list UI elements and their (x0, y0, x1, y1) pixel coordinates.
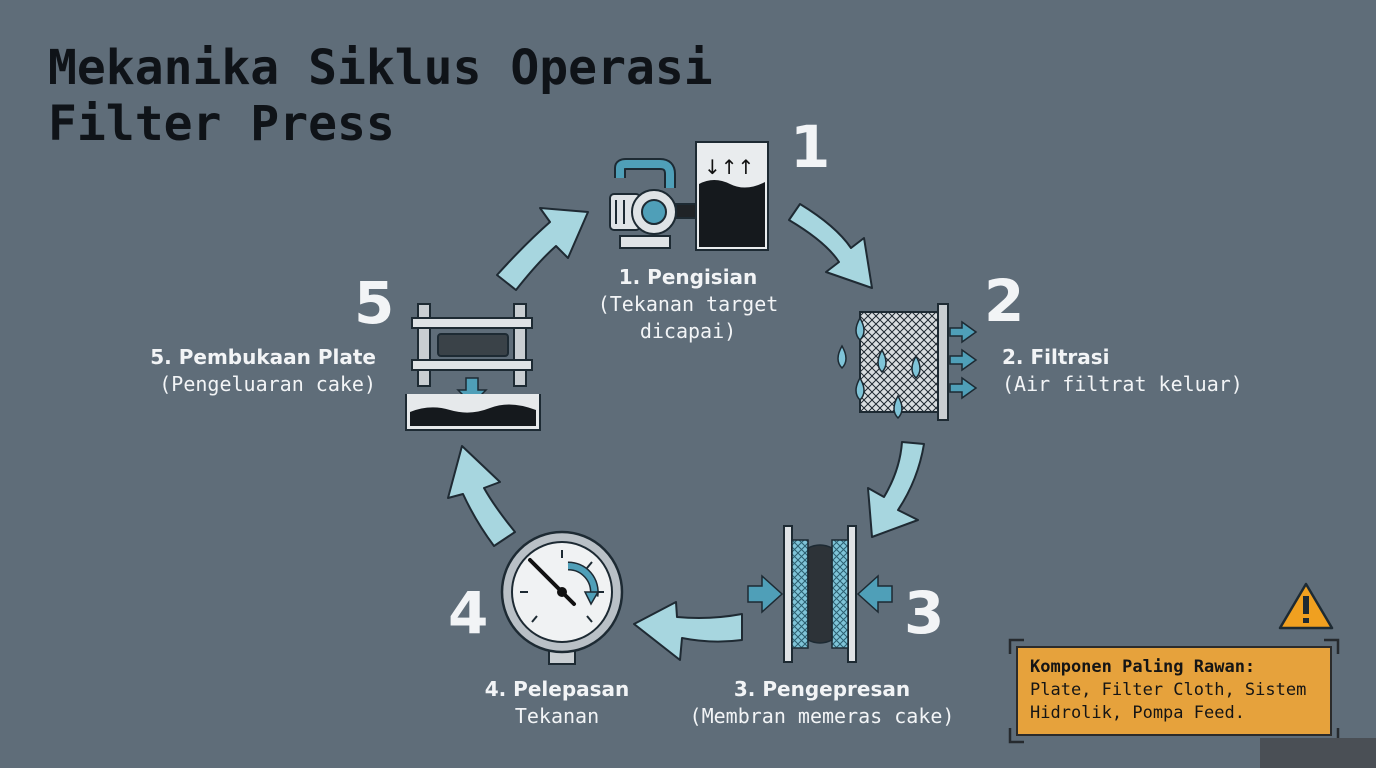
page-title: Mekanika Siklus Operasi Filter Press (48, 40, 713, 152)
arrow-3-to-4 (633, 601, 743, 661)
arrow-2-to-3 (867, 441, 925, 538)
step-label-3: 3. Pengepresan (Membran memeras cake) (672, 676, 972, 730)
pump-tank-icon: ↓↑↑ (609, 141, 769, 251)
arrow-4-to-5 (447, 445, 516, 547)
note-heading: Komponen Paling Rawan: (1030, 657, 1256, 677)
pressure-gauge-icon (500, 530, 624, 665)
cycle-arrows (447, 203, 925, 661)
step-subtitle-1a: (Tekanan target (597, 292, 779, 316)
note-line-1: Plate, Filter Cloth, Sistem (1030, 680, 1307, 700)
step-number-5: 5 (354, 269, 395, 337)
step-subtitle-4: Tekanan (514, 704, 600, 728)
step-subtitle-1b: dicapai) (639, 319, 737, 343)
membrane-press-icon (747, 525, 893, 663)
step-number-1: 1 (790, 113, 831, 181)
critical-components-note: Komponen Paling Rawan: Plate, Filter Clo… (1016, 646, 1332, 736)
title-line-1: Mekanika Siklus Operasi (48, 40, 713, 96)
plate-opening-icon (405, 303, 541, 431)
step-title-2: 2. Filtrasi (1002, 345, 1110, 369)
step-label-4: 4. Pelepasan Tekanan (462, 676, 652, 730)
step-title-3: 3. Pengepresan (733, 677, 911, 701)
filter-cloth-icon (837, 303, 978, 421)
step-label-5: 5. Pembukaan Plate (Pengeluaran cake) (118, 344, 376, 398)
step-label-2: 2. Filtrasi (Air filtrat keluar) (1002, 344, 1282, 398)
svg-text:↓↑↑: ↓↑↑ (704, 155, 754, 179)
step-number-3: 3 (904, 579, 945, 647)
step-title-4: 4. Pelepasan (484, 677, 630, 701)
note-line-2: Hidrolik, Pompa Feed. (1030, 703, 1245, 723)
step-title-5: 5. Pembukaan Plate (150, 345, 376, 369)
title-line-2: Filter Press (48, 96, 395, 152)
step-title-1: 1. Pengisian (618, 265, 758, 289)
warning-icon (1278, 582, 1334, 630)
corner-overlay (1260, 738, 1376, 768)
arrow-1-to-2 (788, 203, 873, 289)
step-number-2: 2 (984, 267, 1025, 335)
step-number-4: 4 (448, 579, 489, 647)
step-subtitle-5: (Pengeluaran cake) (159, 372, 376, 396)
step-subtitle-2: (Air filtrat keluar) (1002, 372, 1243, 396)
arrow-5-to-1 (496, 207, 589, 291)
step-label-1: 1. Pengisian (Tekanan target dicapai) (586, 264, 790, 345)
step-subtitle-3: (Membran memeras cake) (689, 704, 955, 728)
